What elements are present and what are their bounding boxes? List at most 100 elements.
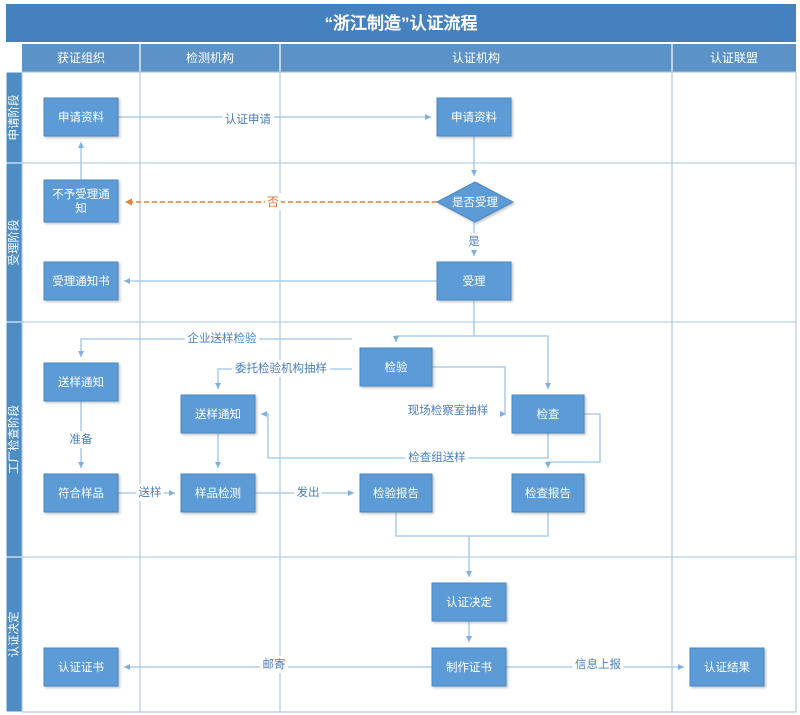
- connector-trunk-inspect: [393, 335, 474, 342]
- label-text: 准备: [70, 432, 93, 446]
- connector-label-e1: 认证申请: [222, 111, 274, 128]
- flow-node-n10[interactable]: 检查: [511, 394, 585, 434]
- node-rect[interactable]: [43, 362, 119, 402]
- connector-label-e3: 是: [466, 233, 482, 250]
- node-rect[interactable]: [689, 647, 765, 687]
- column-header-org: 获证组织: [57, 51, 105, 65]
- flow-node-n11[interactable]: 符合样品: [43, 473, 119, 513]
- connector-label-e9: 送样: [136, 484, 164, 501]
- page-title: “浙江制造”认证流程: [325, 13, 478, 33]
- flow-node-n12[interactable]: 样品检测: [180, 473, 256, 513]
- node-rect[interactable]: [431, 582, 507, 622]
- connector-testreport-decision: [395, 512, 472, 577]
- flow-node-n7[interactable]: 送样通知: [43, 362, 119, 402]
- node-rect[interactable]: [359, 347, 433, 387]
- node-label: 不予受理通知: [52, 188, 110, 215]
- connector-checkgroup-sample: [261, 411, 549, 459]
- flow-node-n17[interactable]: 认证证书: [43, 647, 119, 687]
- flow-node-n1[interactable]: 申请资料: [43, 97, 119, 137]
- column-header-row: 获证组织 检测机构 认证机构 认证联盟: [22, 44, 796, 72]
- node-label: 检验: [385, 360, 408, 374]
- flow-node-n8[interactable]: 送样通知: [180, 394, 256, 434]
- swimlane-grid: [21, 71, 797, 713]
- label-text: 否: [267, 195, 279, 209]
- column-header-bg: [22, 44, 796, 72]
- label-backdrop: [404, 402, 492, 419]
- node-rect[interactable]: [511, 394, 585, 434]
- label-text: 认证申请: [225, 113, 271, 126]
- node-label: 认证证书: [58, 661, 104, 674]
- flow-node-n2[interactable]: 申请资料: [436, 97, 512, 137]
- connector-checkreport-merge: [469, 512, 549, 537]
- flow-node-n9[interactable]: 检验: [359, 347, 433, 387]
- connector-label-e12: 信息上报: [572, 656, 624, 673]
- label-text: 邮寄: [263, 657, 286, 671]
- flow-node-n18[interactable]: 认证结果: [689, 647, 765, 687]
- label-backdrop: [260, 656, 288, 673]
- connector-label-e7: 检查组送样: [405, 449, 469, 466]
- node-rect[interactable]: [359, 473, 433, 513]
- stage-accept: 受理阶段: [5, 162, 23, 323]
- node-label: 符合样品: [58, 486, 104, 500]
- title-bar-bg: [6, 4, 796, 42]
- node-label: 受理: [463, 275, 486, 288]
- stage-label: 工厂检查阶段: [7, 405, 21, 474]
- connectors: [78, 114, 684, 670]
- stage-label: 认证决定: [7, 611, 21, 657]
- node-rect[interactable]: [43, 473, 119, 513]
- flow-node-n3[interactable]: 不予受理通知: [43, 179, 119, 223]
- node-label: 认证决定: [446, 595, 492, 609]
- label-text: 现场检察室抽样: [408, 403, 489, 417]
- node-rect[interactable]: [180, 394, 256, 434]
- connector-label-e8: 准备: [67, 431, 95, 448]
- label-text: 委托检验机构抽样: [235, 361, 327, 375]
- node-rect[interactable]: [43, 97, 119, 137]
- node-rect[interactable]: [43, 179, 119, 223]
- stage-factory: 工厂检查阶段: [5, 321, 23, 558]
- node-rect[interactable]: [436, 97, 512, 137]
- flow-node-n6[interactable]: 受理: [436, 261, 512, 301]
- flow-node-n15[interactable]: 认证决定: [431, 582, 507, 622]
- connector-label-e11: 邮寄: [260, 656, 288, 673]
- node-rect[interactable]: [431, 647, 507, 687]
- stage-label: 受理阶段: [7, 219, 21, 265]
- node-label: 检查报告: [525, 486, 571, 500]
- label-text: 送样: [139, 485, 162, 499]
- node-rect[interactable]: [511, 473, 585, 513]
- connector-label-e6: 现场检察室抽样: [404, 402, 492, 419]
- node-label: 受理通知书: [52, 274, 110, 288]
- flow-nodes: 申请资料申请资料不予受理通知是否受理受理通知书受理送样通知送样通知检验检查符合样…: [43, 97, 765, 687]
- label-text: 发出: [297, 485, 320, 499]
- node-rect[interactable]: [43, 647, 119, 687]
- flow-node-n14[interactable]: 检查报告: [511, 473, 585, 513]
- label-backdrop: [222, 111, 274, 128]
- column-header-label: 检测机构: [186, 50, 234, 65]
- node-rect[interactable]: [43, 261, 119, 301]
- column-header-label: 认证联盟: [710, 51, 758, 65]
- node-label: 是否受理: [452, 196, 498, 209]
- node-rect[interactable]: [180, 473, 256, 513]
- flow-node-n16[interactable]: 制作证书: [431, 647, 507, 687]
- label-backdrop: [136, 484, 164, 501]
- flow-node-n13[interactable]: 检验报告: [359, 473, 433, 513]
- node-rect[interactable]: [436, 261, 512, 301]
- flow-node-n5[interactable]: 受理通知书: [43, 261, 119, 301]
- stage-decision: 认证决定: [5, 556, 23, 713]
- connector-label-e4: 企业送样检验: [184, 330, 260, 347]
- column-header-alliance: 认证联盟: [671, 44, 758, 72]
- flow-node-n4[interactable]: 是否受理: [435, 181, 515, 223]
- label-backdrop: [466, 233, 482, 250]
- grid-border: [21, 71, 797, 713]
- label-text: 检查组送样: [408, 450, 466, 464]
- label-backdrop: [67, 431, 95, 448]
- label-text: 信息上报: [575, 657, 621, 671]
- connector-trunk-check: [474, 335, 551, 389]
- stage-label: 申请阶段: [7, 94, 21, 140]
- column-header-label: 认证机构: [452, 50, 500, 65]
- label-backdrop: [294, 484, 322, 501]
- connector-label-e5: 委托检验机构抽样: [231, 360, 331, 377]
- node-diamond[interactable]: [435, 181, 515, 223]
